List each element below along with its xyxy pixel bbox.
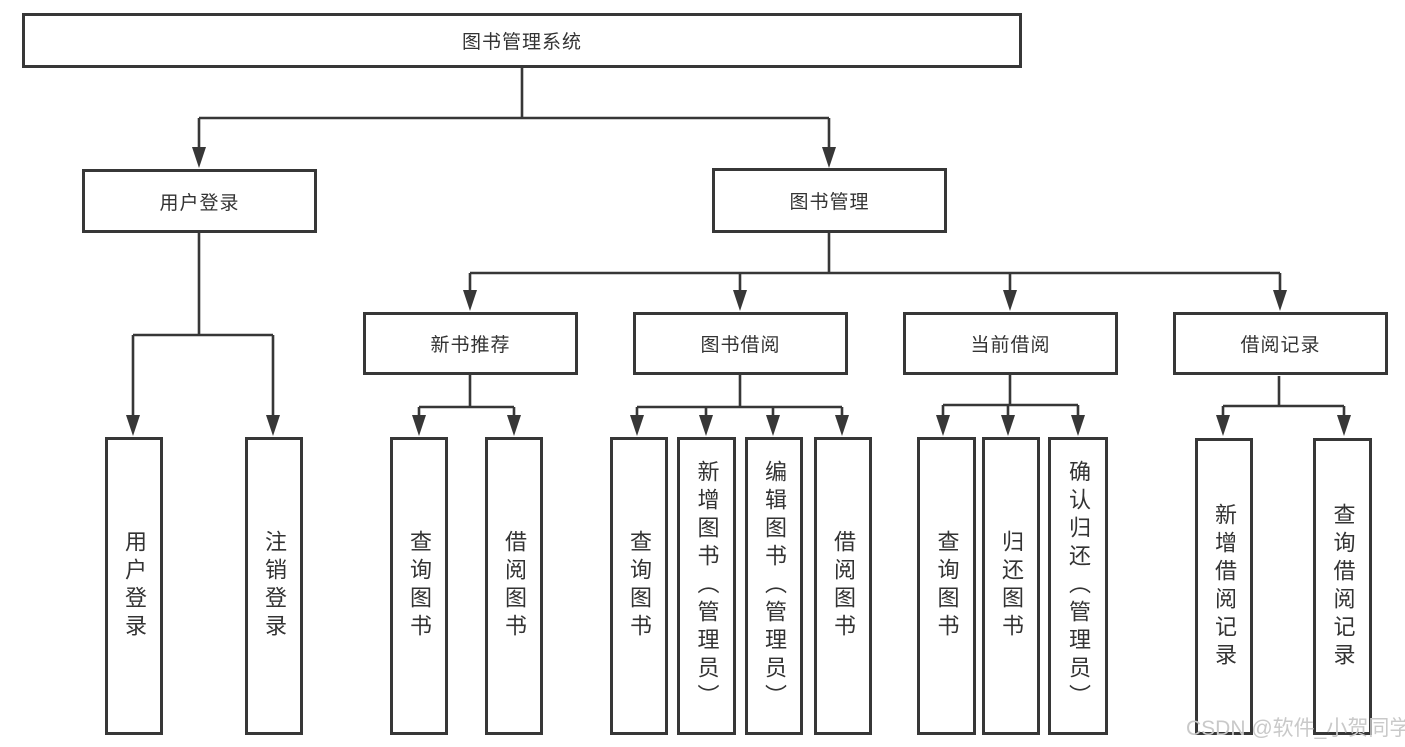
leaf-bb-add-books: 新增图书（管理员） [677, 437, 736, 735]
arrow-to-user-login-leaf [126, 415, 140, 436]
arrow-cb-confirm [1071, 415, 1085, 436]
node-current-borrow-label: 当前借阅 [970, 335, 1051, 356]
node-borrowing: 图书借阅 [633, 312, 848, 375]
node-borrow-records: 借阅记录 [1173, 312, 1388, 375]
node-root-label: 图书管理系统 [461, 32, 582, 53]
connector-borrowing-children [635, 375, 844, 420]
arrow-to-borrowing [733, 290, 747, 311]
leaf-user-login-label: 用户登录 [122, 530, 147, 642]
node-borrow-records-label: 借阅记录 [1240, 335, 1321, 356]
node-user-login-label: 用户登录 [159, 192, 240, 214]
node-borrowing-label: 图书借阅 [700, 335, 781, 356]
leaf-cb-query-books: 查询图书 [917, 437, 976, 735]
connector-user-login-children [131, 233, 275, 419]
leaf-user-login: 用户登录 [105, 437, 163, 735]
csdn-watermark: CSDN @软件_小贺同学 [1186, 717, 1405, 740]
leaf-bb-query-books-label: 查询图书 [627, 530, 652, 642]
arrow-nb-borrow [507, 415, 521, 436]
arrow-cb-query [936, 415, 950, 436]
connector-book-mgmt-children [468, 233, 1282, 294]
leaf-cb-confirm-return-label: 确认归还（管理员） [1066, 460, 1091, 712]
arrow-to-borrow-records [1273, 290, 1287, 311]
leaf-br-add-record-label: 新增借阅记录 [1212, 502, 1237, 671]
leaf-bb-edit-books-label: 编辑图书（管理员） [762, 460, 787, 712]
leaf-cb-query-books-label: 查询图书 [934, 530, 960, 642]
leaf-br-query-record-label: 查询借阅记录 [1330, 502, 1356, 671]
arrow-bb-borrow [835, 415, 849, 436]
node-root: 图书管理系统 [22, 13, 1022, 68]
leaf-logout: 注销登录 [245, 437, 303, 735]
leaf-bb-edit-books: 编辑图书（管理员） [745, 437, 803, 735]
leaf-bb-borrow-books: 借阅图书 [814, 437, 872, 735]
connector-borrow-records-children [1221, 376, 1346, 420]
leaf-nb-borrow-books-label: 借阅图书 [502, 530, 527, 642]
leaf-bb-add-books-label: 新增图书（管理员） [694, 460, 720, 712]
arrow-cb-return [1001, 415, 1015, 436]
arrow-to-book-mgmt [822, 147, 836, 168]
leaf-cb-confirm-return: 确认归还（管理员） [1048, 437, 1108, 735]
node-book-mgmt-label: 图书管理 [789, 192, 870, 213]
arrow-to-logout [266, 415, 280, 436]
arrowheads [126, 147, 1351, 436]
connector-new-books-children [417, 375, 516, 420]
leaf-br-add-record: 新增借阅记录 [1195, 438, 1253, 735]
node-new-books: 新书推荐 [363, 312, 578, 375]
arrow-bb-add [699, 415, 713, 436]
leaf-cb-return-books: 归还图书 [982, 437, 1040, 735]
leaf-logout-label: 注销登录 [262, 530, 287, 642]
arrow-to-user-login [192, 147, 206, 168]
node-book-mgmt: 图书管理 [712, 168, 947, 233]
leaf-nb-query-books: 查询图书 [390, 437, 448, 735]
leaf-nb-borrow-books: 借阅图书 [485, 437, 543, 735]
arrow-nb-query [412, 415, 426, 436]
connector-root-to-level2 [197, 68, 831, 151]
leaf-bb-borrow-books-label: 借阅图书 [831, 530, 856, 642]
leaf-bb-query-books: 查询图书 [610, 437, 668, 735]
arrow-to-new-books [463, 290, 477, 311]
arrow-to-current-borrow [1003, 290, 1017, 311]
node-current-borrow: 当前借阅 [903, 312, 1118, 375]
arrow-bb-edit [766, 415, 780, 436]
connector-current-borrow-children [941, 375, 1080, 420]
arrow-br-add [1216, 415, 1230, 436]
leaf-br-query-record: 查询借阅记录 [1313, 438, 1372, 735]
node-user-login: 用户登录 [82, 169, 317, 233]
arrow-br-query [1337, 415, 1351, 436]
arrow-bb-query [630, 415, 644, 436]
leaf-nb-query-books-label: 查询图书 [407, 530, 432, 642]
leaf-cb-return-books-label: 归还图书 [999, 530, 1024, 642]
node-new-books-label: 新书推荐 [430, 335, 511, 356]
